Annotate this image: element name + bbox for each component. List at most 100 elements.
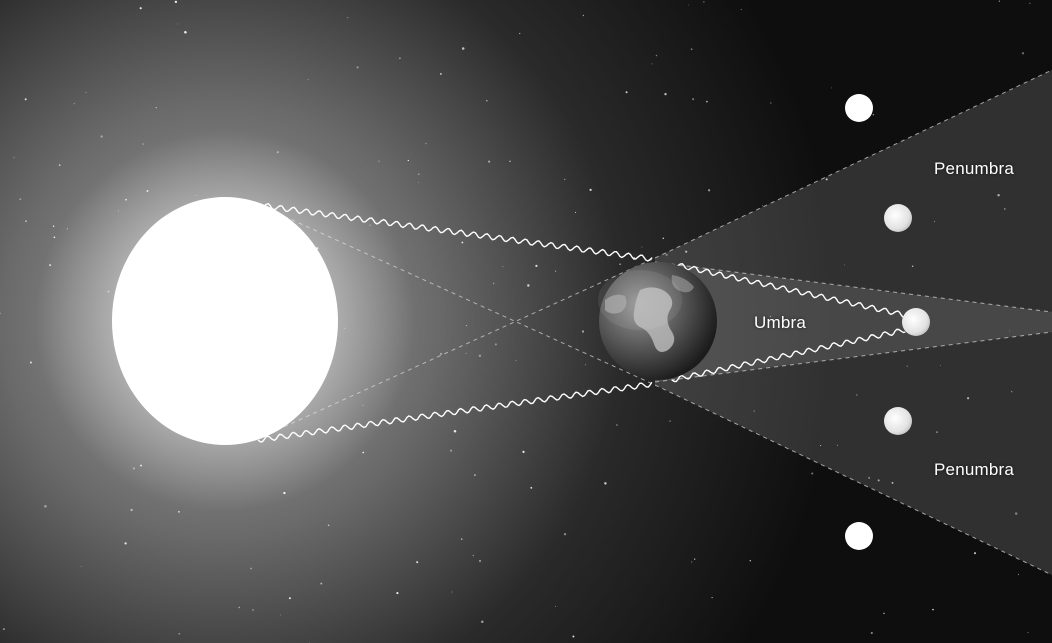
- star: [711, 597, 713, 599]
- star: [176, 23, 178, 25]
- star: [706, 100, 708, 103]
- star: [522, 450, 525, 454]
- star: [178, 633, 180, 635]
- star: [362, 451, 365, 454]
- star: [625, 91, 628, 94]
- star: [662, 237, 664, 239]
- star: [973, 552, 977, 555]
- star: [933, 220, 936, 223]
- umbra-region: [655, 262, 1052, 382]
- star: [307, 78, 309, 81]
- star: [417, 182, 419, 183]
- star: [19, 198, 22, 201]
- star: [691, 561, 693, 563]
- light-ray: [257, 203, 653, 262]
- star: [184, 30, 187, 34]
- star: [535, 264, 538, 268]
- star: [280, 614, 282, 616]
- star: [820, 445, 822, 447]
- star: [474, 474, 476, 476]
- penumbra-label-top: Penumbra: [934, 159, 1015, 178]
- star: [155, 106, 157, 109]
- light-ray: [671, 263, 905, 318]
- star: [461, 47, 465, 50]
- star: [936, 431, 938, 433]
- star: [811, 472, 814, 475]
- star: [174, 0, 178, 4]
- star: [616, 424, 618, 426]
- star: [911, 265, 914, 268]
- star: [451, 591, 453, 593]
- star: [1011, 391, 1013, 393]
- star: [563, 533, 567, 536]
- star: [651, 63, 653, 65]
- light-ray: [257, 381, 653, 443]
- star: [440, 352, 442, 355]
- star: [665, 253, 668, 257]
- star: [461, 241, 464, 244]
- star: [502, 266, 504, 268]
- star: [100, 135, 103, 138]
- star: [417, 173, 420, 176]
- star: [347, 17, 349, 19]
- star: [855, 394, 858, 396]
- star: [940, 365, 942, 366]
- star: [831, 87, 833, 89]
- star: [669, 420, 671, 422]
- star: [519, 32, 521, 35]
- star: [836, 444, 838, 446]
- moon-icon: [884, 407, 912, 435]
- earth-icon: [598, 262, 717, 380]
- star: [641, 246, 643, 248]
- star: [250, 567, 252, 570]
- star: [288, 597, 291, 600]
- star: [563, 178, 566, 181]
- star: [238, 606, 240, 609]
- star: [492, 282, 495, 285]
- star: [749, 559, 752, 562]
- star: [707, 189, 711, 192]
- star: [378, 160, 380, 162]
- star: [932, 608, 934, 611]
- star: [582, 14, 585, 17]
- moon-icon: [845, 94, 873, 122]
- penumbra-label-bottom: Penumbra: [934, 460, 1015, 479]
- star: [478, 354, 482, 358]
- star: [690, 48, 693, 51]
- star: [481, 620, 484, 623]
- star: [997, 194, 1000, 197]
- star: [425, 142, 427, 145]
- star: [416, 561, 419, 564]
- star: [396, 592, 399, 595]
- star: [762, 205, 764, 207]
- star: [124, 542, 127, 545]
- star: [1029, 2, 1031, 4]
- star: [472, 554, 475, 557]
- star: [753, 410, 755, 412]
- star: [479, 559, 481, 562]
- star: [485, 99, 488, 102]
- star: [320, 582, 323, 585]
- star: [515, 360, 517, 362]
- star: [29, 361, 32, 364]
- umbra-label: Umbra: [754, 313, 807, 332]
- star: [555, 605, 556, 607]
- star: [1014, 512, 1018, 515]
- star: [998, 0, 1001, 2]
- star: [24, 98, 27, 101]
- star: [584, 364, 586, 366]
- star: [465, 325, 467, 327]
- star: [877, 479, 880, 482]
- star: [1021, 52, 1025, 55]
- star: [589, 188, 592, 192]
- star: [906, 365, 908, 367]
- star: [581, 330, 585, 333]
- star: [891, 481, 894, 484]
- star: [1008, 330, 1010, 332]
- star: [130, 508, 133, 512]
- star: [494, 343, 497, 346]
- star: [309, 641, 311, 643]
